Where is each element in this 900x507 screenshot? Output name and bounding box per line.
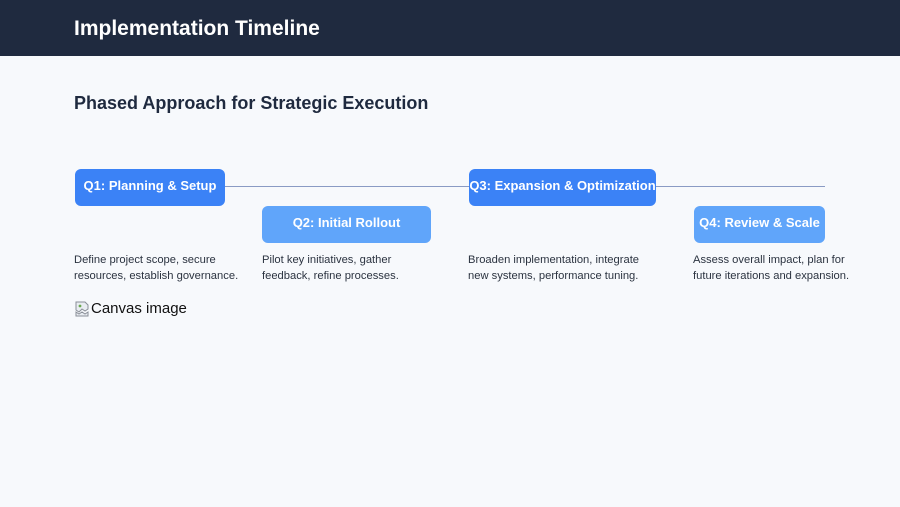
canvas-image: Canvas image (75, 300, 187, 317)
phase-q3-description: Broaden implementation, integrate new sy… (468, 254, 640, 282)
phase-q3-box: Q3: Expansion & Optimization (469, 169, 656, 206)
phase-q2-label: Q2: Initial Rollout (292, 215, 401, 230)
canvas-image-alt-text: Canvas image (91, 300, 187, 317)
phase-q1-description: Define project scope, secure resources, … (74, 254, 239, 282)
phase-q2-description: Pilot key initiatives, gather feedback, … (262, 254, 399, 282)
phase-q1-label: Q1: Planning & Setup (83, 178, 217, 193)
broken-image-icon (75, 301, 90, 317)
phase-q4-box: Q4: Review & Scale (694, 206, 825, 243)
page-title: Implementation Timeline (74, 17, 320, 40)
phase-q4-description: Assess overall impact, plan for future i… (693, 254, 850, 282)
phase-q3-label: Q3: Expansion & Optimization (469, 178, 656, 193)
header-bar: Implementation Timeline (0, 0, 900, 56)
phase-q2-box: Q2: Initial Rollout (262, 206, 431, 243)
phase-q4-label: Q4: Review & Scale (699, 215, 820, 230)
phase-q1-box: Q1: Planning & Setup (75, 169, 225, 206)
section-subtitle: Phased Approach for Strategic Execution (74, 93, 429, 113)
